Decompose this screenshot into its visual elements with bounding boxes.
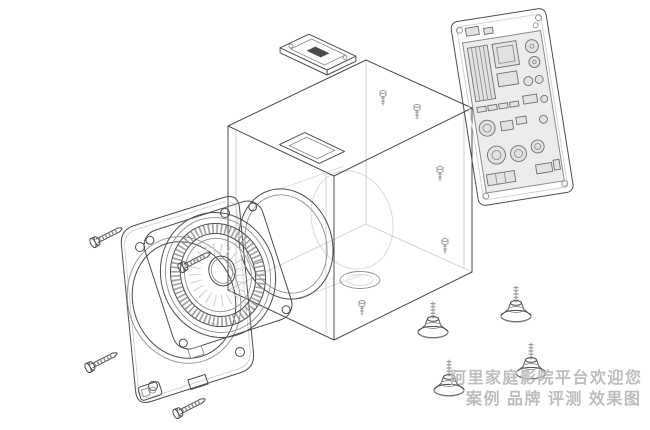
gasket-notch [187, 373, 209, 391]
internal-tunnel-ellipse [310, 170, 394, 270]
driver-terminal-tab [187, 344, 205, 360]
cone-hatch-ring [188, 243, 248, 307]
cabinet-screw-icon [378, 88, 388, 107]
cabinet-enclosure [227, 59, 473, 341]
dust-cap [208, 255, 236, 287]
internal-tunnel-lines [277, 165, 363, 300]
amplifier-plate-pcb [450, 8, 574, 206]
cabinet-screw-icon [357, 298, 367, 317]
watermark-line-1: 阿里家庭影院平台欢迎您 [450, 368, 643, 387]
cabinet-vertical-edges [227, 107, 473, 341]
terminal-plate-window [306, 46, 330, 58]
screw-icon [172, 395, 208, 420]
top-terminal-plate [279, 33, 357, 76]
cabinet-top-cutout [279, 132, 345, 164]
surround-hatch-ring [170, 223, 266, 327]
screw-icon [89, 224, 125, 249]
cabinet-screw-icon [412, 102, 422, 121]
cabinet-screw-icon [440, 236, 450, 255]
cabinet-screw-icon [435, 164, 445, 183]
cabinet-hidden-edges [227, 60, 473, 291]
speaker-driver [143, 200, 293, 360]
amplifier-plate [450, 8, 574, 206]
cabinet-top-face [227, 59, 473, 177]
front-gasket-frame [120, 195, 255, 403]
screw-icon [84, 349, 120, 374]
mounting-screws [84, 224, 213, 420]
cable-clip [137, 381, 163, 401]
watermark: 阿里家庭影院平台欢迎您 案例 品牌 评测 效果图 [450, 368, 643, 408]
foot-icon [418, 302, 448, 338]
watermark-line-2: 案例 品牌 评测 效果图 [465, 389, 641, 408]
cabinet-driver-cutout [238, 188, 334, 300]
foot-icon [501, 286, 531, 322]
driver-basket-frame [143, 200, 293, 350]
internal-port [339, 271, 381, 289]
